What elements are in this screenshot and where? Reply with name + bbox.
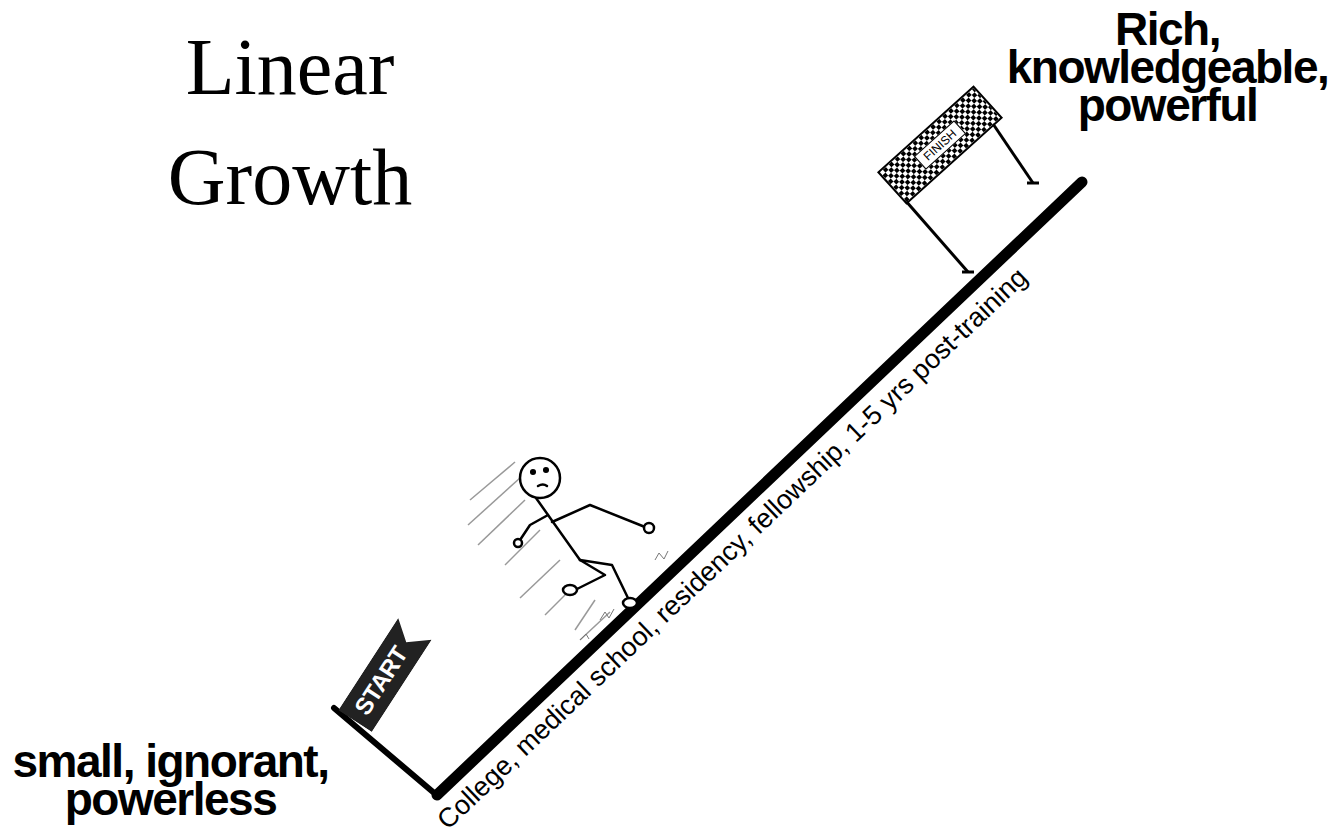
flag-fill [338,618,431,732]
finish-pole-foot [962,271,974,274]
end-state-label: Rich, knowledgeable, powerful [995,10,1340,124]
finish-pole-foot [1027,182,1039,185]
start-flag: START [338,618,431,732]
path-label: College, medical school, residency, fell… [431,262,1033,835]
track-line [437,182,1082,795]
banner-text: FINISH [914,120,966,169]
finish-pole [905,200,968,272]
finish-banner: FINISH [877,85,1003,205]
diagram-title: Linear Growth [140,12,440,232]
flag-pole [334,708,433,792]
start-state-label: small, ignorant, powerless [0,742,343,818]
runner-figure [514,458,654,608]
flag-text: START [338,630,424,732]
